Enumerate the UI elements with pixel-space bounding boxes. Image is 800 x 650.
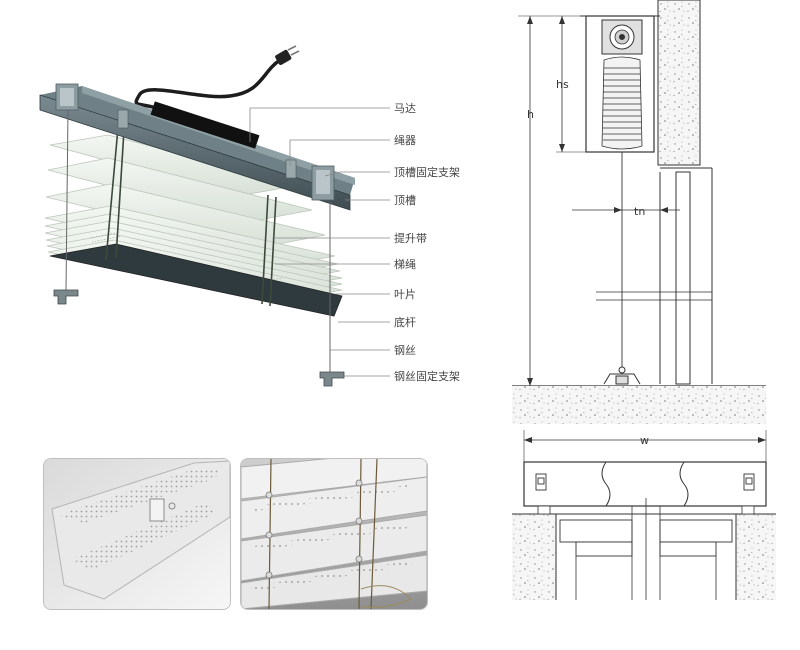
dim-label-h: h — [527, 108, 534, 121]
motor-unit — [150, 101, 260, 149]
cord-device — [117, 109, 129, 129]
bottom-rail — [49, 243, 343, 317]
photo-slat-closeup — [43, 458, 231, 610]
dim-label-hs: hs — [556, 78, 569, 91]
wire-bracket-right — [319, 371, 345, 387]
label-motor: 马达 — [394, 102, 416, 115]
label-headrail: 顶槽 — [394, 194, 416, 207]
ladder-cords — [105, 127, 277, 307]
blind-illustration: 马达 绳器 顶槽固定支架 顶槽 提升带 梯绳 叶片 底杆 钢丝 钢丝固定支架 — [39, 45, 460, 387]
label-bottom-rail: 底杆 — [394, 315, 416, 329]
label-ladder-cord: 梯绳 — [394, 257, 416, 271]
label-headrail-bracket: 顶槽固定支架 — [394, 165, 460, 179]
plan-bracket-right — [743, 473, 755, 491]
side-section-drawing — [512, 0, 766, 424]
label-slat: 叶片 — [394, 288, 416, 301]
wire-bracket-side — [603, 366, 641, 385]
headrail-bracket-left — [55, 83, 79, 111]
headrail-bracket-right — [311, 165, 335, 201]
slats-cords-image — [241, 459, 427, 609]
photo-slats-cords — [240, 458, 428, 610]
guide-wire-left — [65, 109, 69, 291]
plan-view-drawing — [512, 430, 776, 600]
label-lift-tape: 提升带 — [394, 232, 427, 245]
headrail-pulley — [601, 19, 643, 55]
label-wire-bracket: 钢丝固定支架 — [394, 369, 460, 383]
wire-bracket-left — [53, 289, 79, 305]
dim-label-w: w — [640, 434, 649, 447]
power-cable — [134, 58, 282, 114]
plan-bracket-left — [535, 473, 547, 491]
label-cord-device: 绳器 — [394, 133, 416, 147]
leader-lines — [249, 107, 390, 377]
cord-device — [285, 159, 297, 179]
slat-stack-side — [601, 56, 643, 150]
dim-label-tn: tn — [634, 205, 645, 218]
power-plug — [275, 45, 300, 65]
label-wire: 钢丝 — [394, 344, 416, 357]
slat-closeup-image — [44, 459, 230, 609]
